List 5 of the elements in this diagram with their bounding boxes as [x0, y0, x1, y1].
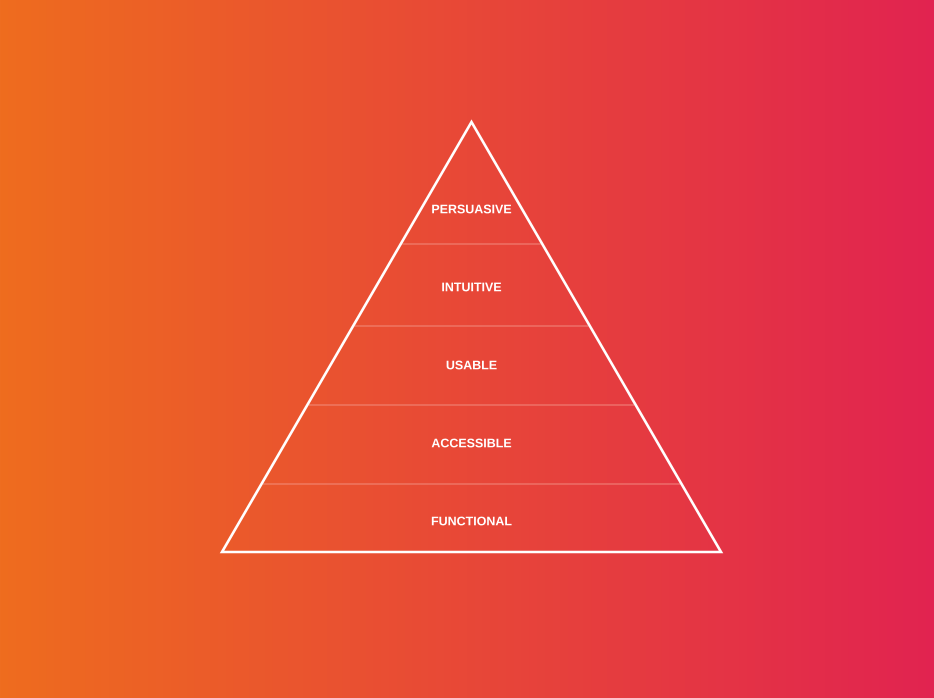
level-label: PERSUASIVE: [432, 204, 512, 214]
level-label: FUNCTIONAL: [432, 516, 512, 526]
level-label: ACCESSIBLE: [432, 438, 512, 448]
level-label: USABLE: [446, 360, 497, 370]
level-label: INTUITIVE: [442, 282, 502, 292]
